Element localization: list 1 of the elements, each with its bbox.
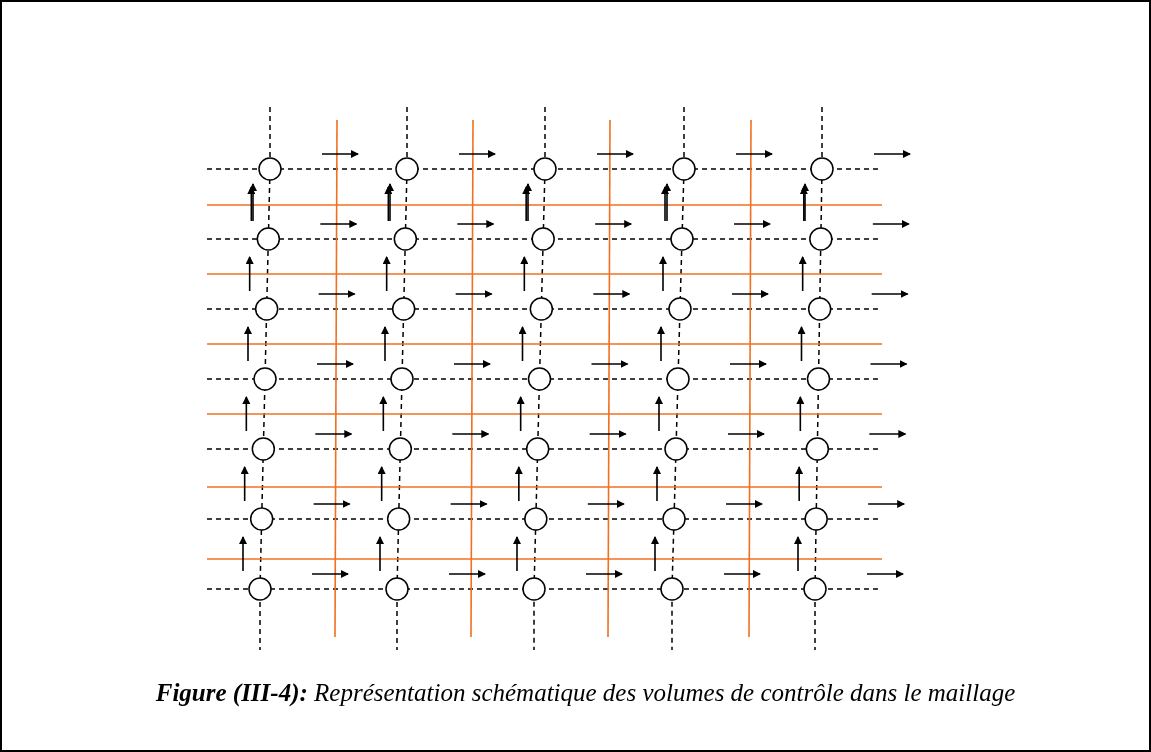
figure-caption: Figure (III-4): Représentation schématique des volumes de contrôle dans le maillage	[154, 678, 1017, 708]
